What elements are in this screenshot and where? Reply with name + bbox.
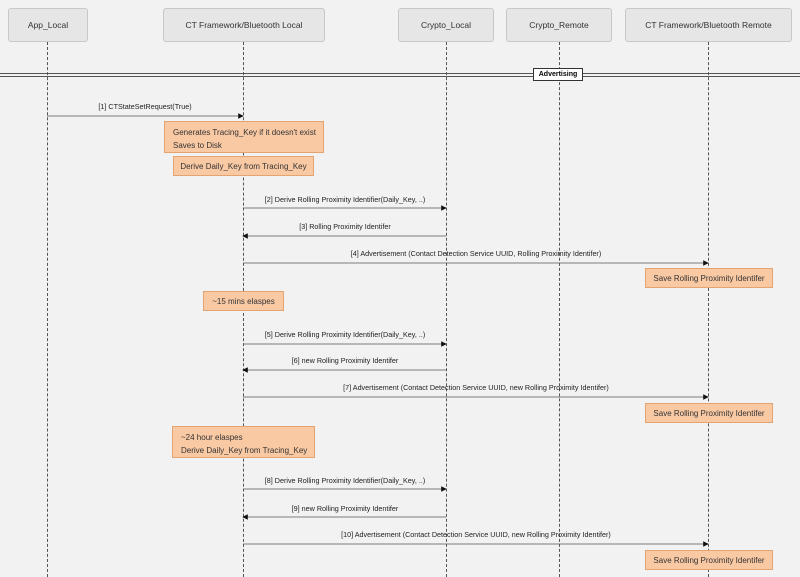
note-line: ~24 hour elaspes xyxy=(181,433,243,442)
note-save-rpi-1: Save Rolling Proximity Identifer xyxy=(645,268,773,288)
actor-ct-framework-remote: CT Framework/Bluetooth Remote xyxy=(625,8,792,42)
message-label-8: [8] Derive Rolling Proximity Identifier(… xyxy=(264,476,426,485)
lifeline-app-local xyxy=(47,42,48,577)
actor-app-local: App_Local xyxy=(8,8,88,42)
message-label-7: [7] Advertisement (Contact Detection Ser… xyxy=(343,383,609,392)
message-label-4: [4] Advertisement (Contact Detection Ser… xyxy=(350,249,602,258)
message-label-1: [1] CTStateSetRequest(True) xyxy=(98,102,192,111)
section-divider-bottom xyxy=(0,76,800,77)
note-save-rpi-2: Save Rolling Proximity Identifer xyxy=(645,403,773,423)
message-label-10: [10] Advertisement (Contact Detection Se… xyxy=(341,530,611,539)
lifeline-ct-framework-remote xyxy=(708,42,709,577)
message-label-3: [3] Rolling Proximity Identifer xyxy=(299,222,391,231)
note-line: Saves to Disk xyxy=(173,141,222,150)
note-24-hour: ~24 hour elaspes Derive Daily_Key from T… xyxy=(172,426,315,458)
message-label-2: [2] Derive Rolling Proximity Identifier(… xyxy=(264,195,426,204)
note-save-rpi-3: Save Rolling Proximity Identifer xyxy=(645,550,773,570)
message-label-5: [5] Derive Rolling Proximity Identifier(… xyxy=(264,330,426,339)
message-label-6: [6] new Rolling Proximity Identifer xyxy=(291,356,399,365)
section-label-advertising: Advertising xyxy=(533,68,583,81)
actor-crypto-remote: Crypto_Remote xyxy=(506,8,612,42)
note-line: Derive Daily_Key from Tracing_Key xyxy=(181,446,308,455)
lifeline-crypto-remote xyxy=(559,42,560,577)
note-line: Generates Tracing_Key if it doesn't exis… xyxy=(173,128,316,137)
actor-ct-framework-local: CT Framework/Bluetooth Local xyxy=(163,8,325,42)
note-derive-daily-key: Derive Daily_Key from Tracing_Key xyxy=(173,156,314,176)
section-divider-top xyxy=(0,73,800,74)
lifeline-crypto-local xyxy=(446,42,447,577)
note-15-mins: ~15 mins elaspes xyxy=(203,291,284,311)
note-generate-tracing-key: Generates Tracing_Key if it doesn't exis… xyxy=(164,121,324,153)
message-label-9: [9] new Rolling Proximity Identifer xyxy=(291,504,399,513)
actor-crypto-local: Crypto_Local xyxy=(398,8,494,42)
